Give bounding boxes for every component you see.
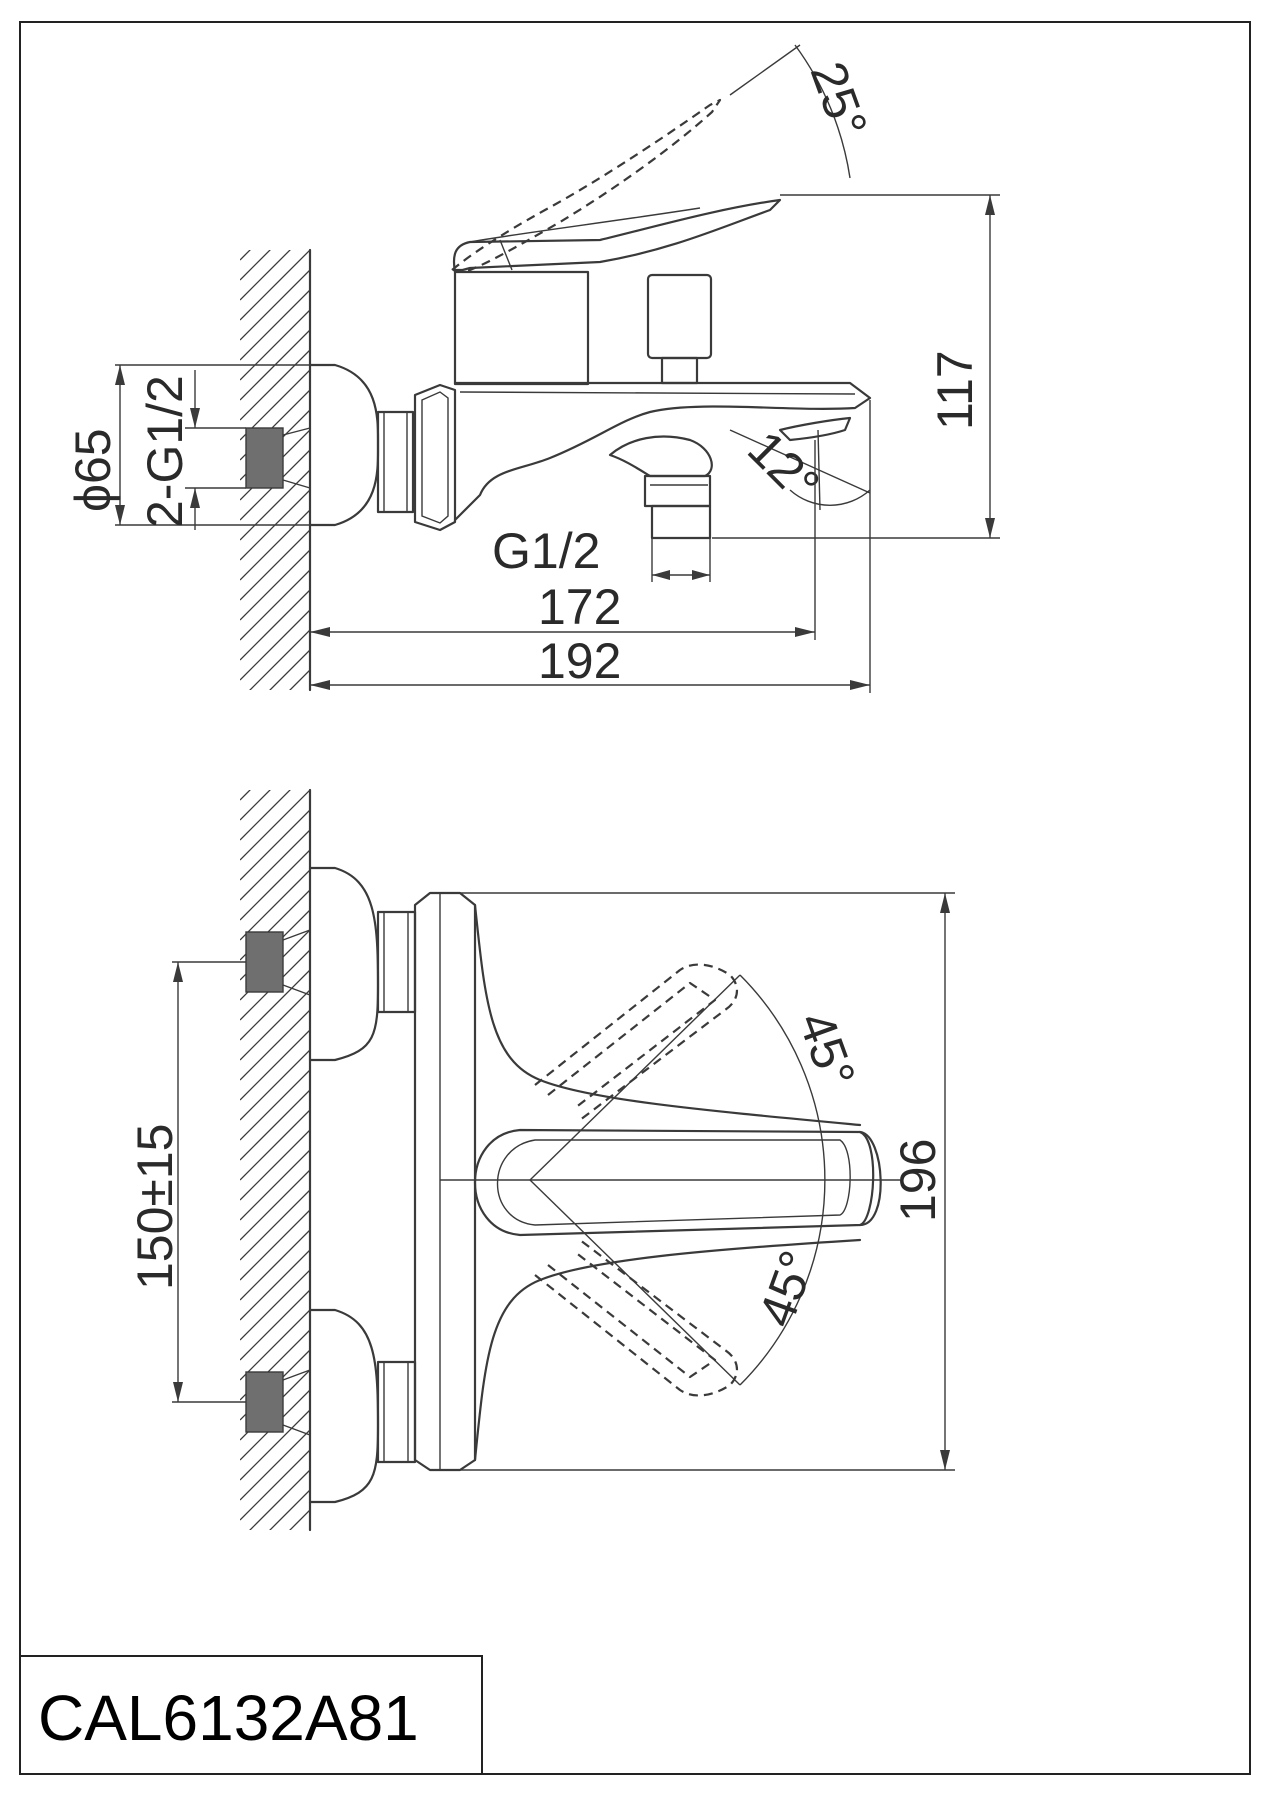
hatch-line	[309, 1529, 310, 1530]
dim-swing-upper: 45°	[788, 1005, 866, 1095]
drawing-border	[19, 21, 1251, 1775]
hatch-line	[240, 1309, 310, 1381]
hatch-line	[240, 1089, 310, 1161]
side-view: 25° 117 ϕ65 2-G1/2 12° G1/2	[65, 44, 1000, 693]
hatch-line	[240, 250, 251, 261]
dim-flange-diameter: ϕ65	[65, 428, 121, 512]
hatch-line	[240, 1229, 310, 1301]
hatch-line	[240, 589, 310, 661]
dim-height: 117	[927, 350, 983, 430]
hatch-line	[240, 790, 271, 821]
hatch-line	[249, 1469, 310, 1530]
hatch-line	[289, 669, 310, 690]
hatch-line	[289, 1509, 310, 1530]
hatch-line	[240, 989, 310, 1061]
hatch-line	[240, 1169, 310, 1241]
hatch-line	[240, 250, 310, 321]
hatch-line	[240, 790, 310, 861]
hatch-line	[240, 549, 310, 621]
dim-overall-width: 196	[890, 1139, 946, 1222]
hatch-line	[240, 250, 271, 281]
wall-hatching-lower	[240, 710, 310, 1530]
hatch-line	[240, 1129, 310, 1201]
spout	[453, 381, 872, 522]
hatch-line	[240, 289, 310, 361]
model-code: CAL6132A81	[38, 1682, 419, 1754]
lever-raised-outline	[450, 98, 722, 272]
hatch-line	[240, 250, 291, 301]
dim-handle-angle: 25°	[800, 55, 878, 145]
hatch-line	[269, 649, 310, 690]
hatch-line	[240, 469, 310, 541]
dim-inlet-thread: 2-G1/2	[137, 375, 193, 528]
hatch-line	[240, 1189, 310, 1261]
hatch-line	[240, 609, 310, 681]
hatch-line	[240, 809, 310, 881]
outlet-fitting	[643, 474, 712, 508]
hatch-line	[240, 849, 310, 921]
mixer-body-top	[413, 891, 477, 1472]
hatch-line	[240, 509, 310, 581]
hatch-line	[240, 1029, 310, 1101]
cartridge-housing	[453, 270, 590, 386]
hatch-line	[240, 1149, 310, 1221]
mixer-body	[413, 383, 457, 532]
hatch-line	[240, 790, 251, 801]
hatch-line	[240, 1049, 310, 1121]
lever-top	[474, 1128, 875, 1237]
hatch-line	[240, 1449, 310, 1521]
lever-swing-upper	[534, 963, 738, 1121]
inlet-fitting	[245, 427, 284, 489]
hatch-line	[240, 349, 310, 421]
hatch-line	[240, 1109, 310, 1181]
dim-outlet-thread: G1/2	[492, 523, 600, 579]
hatch-line	[269, 1489, 310, 1530]
hatch-line	[249, 629, 310, 690]
dim-outlet-angle: 12°	[737, 420, 830, 513]
hatch-line	[240, 1209, 310, 1281]
hatch-line	[240, 1249, 310, 1321]
wall-flange	[308, 363, 380, 527]
diverter-knob	[646, 273, 713, 360]
hatch-line	[240, 1289, 310, 1361]
hatch-line	[240, 790, 291, 841]
title-block: CAL6132A81	[19, 1655, 483, 1775]
top-view: 45° 45° 196 150±15	[127, 710, 955, 1532]
hatch-line	[240, 309, 310, 381]
dim-overall-depth: 192	[538, 633, 621, 689]
lever-handle	[452, 198, 782, 274]
hatch-line	[240, 710, 310, 780]
hatch-line	[240, 1269, 310, 1341]
hatch-line	[240, 170, 310, 240]
hatch-line	[240, 829, 310, 901]
hatch-line	[240, 1069, 310, 1141]
hatch-line	[240, 1409, 310, 1481]
hatch-line	[240, 1009, 310, 1081]
hatch-line	[240, 269, 310, 341]
hatch-line	[309, 689, 310, 690]
hatch-line	[240, 869, 310, 941]
dim-inlet-centers: 150±15	[127, 1124, 183, 1290]
hatch-line	[240, 529, 310, 601]
hatch-line	[240, 969, 310, 1041]
hatch-line	[240, 1429, 310, 1501]
lever-swing-lower	[534, 1239, 738, 1397]
dim-spout-reach: 172	[538, 579, 621, 635]
hatch-line	[240, 569, 310, 641]
